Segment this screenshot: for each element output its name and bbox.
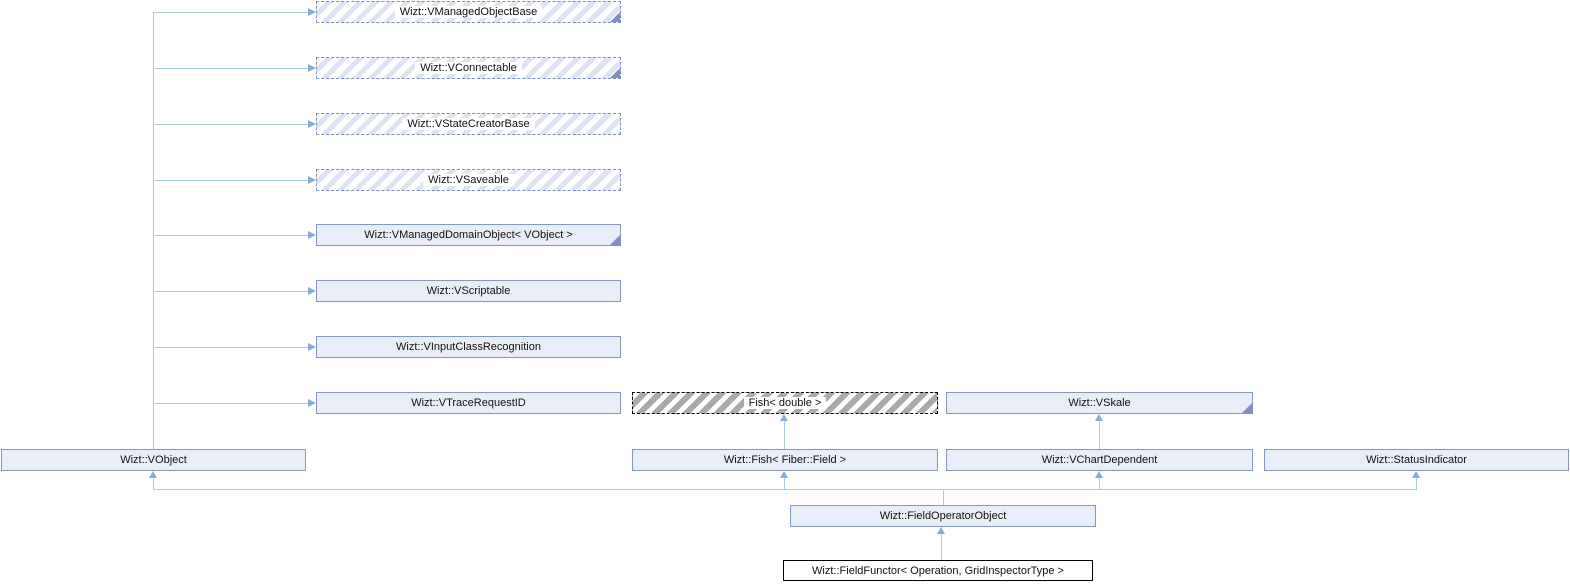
node-label: Wizt::FieldOperatorObject <box>879 510 1007 522</box>
folded-corner-icon <box>610 68 620 78</box>
arrowhead-icon <box>308 120 316 128</box>
arrowhead-icon <box>149 471 157 478</box>
edge-drop-fieldoperator <box>943 489 944 505</box>
node-wizt-fieldfunctor-current: Wizt::FieldFunctor< Operation, GridInspe… <box>783 560 1093 581</box>
arrowhead-icon <box>308 343 316 351</box>
node-wizt-vscriptable[interactable]: Wizt::VScriptable <box>316 280 621 302</box>
node-label: Wizt::VStateCreatorBase <box>402 118 535 130</box>
node-label: Wizt::VScriptable <box>426 285 511 297</box>
node-label: Wizt::FieldFunctor< Operation, GridInspe… <box>812 564 1064 577</box>
node-label: Wizt::VInputClassRecognition <box>396 341 541 353</box>
node-wizt-vstatecreatorbase[interactable]: Wizt::VStateCreatorBase <box>316 113 621 135</box>
arrowhead-icon <box>1095 471 1103 478</box>
edge-stub-vobject <box>153 477 154 489</box>
node-label: Wizt::VManagedDomainObject< VObject > <box>364 229 573 241</box>
node-label: Wizt::VSaveable <box>423 174 514 186</box>
edge-branch <box>153 347 309 348</box>
node-wizt-vinputclassrecognition[interactable]: Wizt::VInputClassRecognition <box>316 336 621 358</box>
edge-stub-chartdependent <box>1099 477 1100 489</box>
arrowhead-icon <box>308 8 316 16</box>
edge-branch <box>153 180 309 181</box>
node-label: Wizt::StatusIndicator <box>1366 454 1467 466</box>
node-wizt-vmanageddomainobject[interactable]: Wizt::VManagedDomainObject< VObject > <box>316 224 621 246</box>
node-wizt-vmanagedobjectbase[interactable]: Wizt::VManagedObjectBase <box>316 1 621 23</box>
edge-vskale <box>1099 421 1100 449</box>
node-wizt-vconnectable[interactable]: Wizt::VConnectable <box>316 57 621 79</box>
folded-corner-icon <box>610 235 620 245</box>
node-label: Wizt::VObject <box>120 454 187 466</box>
edge-branch <box>153 124 309 125</box>
folded-corner-icon <box>1242 403 1252 413</box>
edge-fieldfunctor <box>941 534 942 560</box>
edge-branch <box>153 68 309 69</box>
edge-branch <box>153 235 309 236</box>
arrowhead-icon <box>308 399 316 407</box>
edge-stub-fish <box>784 477 785 489</box>
folded-corner-icon <box>610 12 620 22</box>
node-wizt-vtracerequestid[interactable]: Wizt::VTraceRequestID <box>316 392 621 414</box>
arrowhead-icon <box>937 527 945 534</box>
node-label: Fish< double > <box>743 397 827 409</box>
edge-branch <box>153 12 309 13</box>
node-label: Wizt::VManagedObjectBase <box>394 6 543 18</box>
arrowhead-icon <box>780 471 788 478</box>
arrowhead-icon <box>780 414 788 421</box>
node-wizt-vskale[interactable]: Wizt::VSkale <box>946 392 1253 414</box>
arrowhead-icon <box>308 231 316 239</box>
node-wizt-vobject[interactable]: Wizt::VObject <box>1 449 306 471</box>
arrowhead-icon <box>1412 471 1420 478</box>
edge-trunk-vobject-bases <box>153 12 154 449</box>
node-wizt-fieldoperatorobject[interactable]: Wizt::FieldOperatorObject <box>790 505 1096 527</box>
edge-fish <box>784 421 785 449</box>
edge-branch <box>153 403 309 404</box>
node-label: Wizt::VConnectable <box>415 62 522 74</box>
arrowhead-icon <box>308 287 316 295</box>
node-label: Wizt::VTraceRequestID <box>411 397 526 409</box>
node-wizt-vchartdependent[interactable]: Wizt::VChartDependent <box>946 449 1253 471</box>
node-label: Wizt::Fish< Fiber::Field > <box>723 454 847 466</box>
arrowhead-icon <box>1095 414 1103 421</box>
node-label: Wizt::VSkale <box>1068 397 1131 409</box>
node-wizt-fish-fiber-field[interactable]: Wizt::Fish< Fiber::Field > <box>632 449 938 471</box>
edge-bus <box>153 489 1417 490</box>
arrowhead-icon <box>308 64 316 72</box>
edge-branch <box>153 291 309 292</box>
edge-stub-statusindicator <box>1416 477 1417 489</box>
node-fish-double: Fish< double > <box>632 392 938 414</box>
node-wizt-statusindicator[interactable]: Wizt::StatusIndicator <box>1264 449 1569 471</box>
node-label: Wizt::VChartDependent <box>1041 454 1158 466</box>
arrowhead-icon <box>308 176 316 184</box>
node-wizt-vsaveable[interactable]: Wizt::VSaveable <box>316 169 621 191</box>
